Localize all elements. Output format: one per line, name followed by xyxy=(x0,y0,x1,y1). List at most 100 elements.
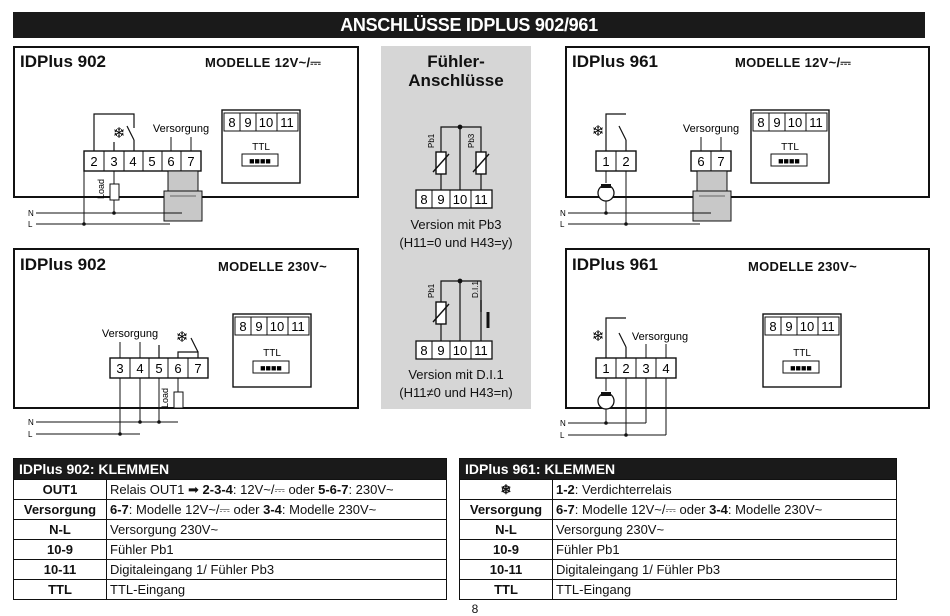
svg-text:9: 9 xyxy=(773,115,780,130)
svg-text:L: L xyxy=(28,430,33,439)
svg-text:N: N xyxy=(560,419,566,428)
snowflake-icon: ❄ xyxy=(176,329,189,346)
relay-switch xyxy=(158,337,199,358)
svg-text:11: 11 xyxy=(280,115,294,130)
panel-model-label: MODELLE 230V~ xyxy=(748,259,858,274)
svg-text:■■■■: ■■■■ xyxy=(778,156,800,166)
svg-text:L: L xyxy=(560,431,565,440)
panel-title: IDPlus 902 xyxy=(20,52,106,71)
svg-text:11: 11 xyxy=(821,319,835,334)
svg-text:9: 9 xyxy=(437,192,444,207)
svg-text:1: 1 xyxy=(602,154,609,169)
snowflake-icon: ❄ xyxy=(592,328,605,345)
table-row: ❄1-2: Verdichterrelais xyxy=(459,479,897,500)
probe-terminal-block: 8 9 10 11 xyxy=(415,189,493,209)
terminal-block: 1 2 xyxy=(595,150,637,172)
transformer-icon xyxy=(163,170,203,222)
table-title: IDPlus 902: KLEMMEN xyxy=(13,458,447,480)
ttl-port: 8 9 10 11 TTL ■■■■ xyxy=(762,313,842,388)
svg-text:1: 1 xyxy=(602,361,609,376)
svg-text:10: 10 xyxy=(788,115,802,130)
probe-heading: Fühler- Anschlüsse xyxy=(408,52,504,90)
probe-pb1-icon: Pb1 xyxy=(427,133,450,175)
svg-text:9: 9 xyxy=(255,319,262,334)
svg-text:7: 7 xyxy=(717,154,724,169)
svg-text:8: 8 xyxy=(420,192,427,207)
terminal-block: 6 7 xyxy=(690,150,732,172)
svg-text:10: 10 xyxy=(270,319,284,334)
probe-pb1-icon: Pb1 xyxy=(427,283,450,325)
relay-switch xyxy=(605,317,627,358)
ttl-port: 8 9 10 11 TTL ■■■■ xyxy=(750,109,830,184)
svg-text:10: 10 xyxy=(453,192,467,207)
svg-text:11: 11 xyxy=(809,115,823,130)
terminal-label: 7 xyxy=(187,154,194,169)
terminal-label: 5 xyxy=(148,154,155,169)
compressor-icon xyxy=(597,378,615,410)
supply-label: Versorgung xyxy=(153,123,209,135)
svg-text:2: 2 xyxy=(622,154,629,169)
compressor-icon xyxy=(597,171,615,202)
load-icon: Load xyxy=(96,171,120,213)
terminals-table-961: IDPlus 961: KLEMMEN ❄1-2: Verdichterrela… xyxy=(459,458,897,600)
terminal-block: 3 4 5 6 7 xyxy=(109,357,209,379)
svg-text:Pb3: Pb3 xyxy=(467,133,476,148)
supply-label: Versorgung xyxy=(632,331,688,343)
svg-text:9: 9 xyxy=(244,115,251,130)
ttl-port: 8 9 10 11 TTL ■■■■ xyxy=(232,313,312,388)
svg-text:TTL: TTL xyxy=(781,142,799,153)
supply-label: Versorgung xyxy=(102,328,158,340)
svg-text:4: 4 xyxy=(136,361,143,376)
svg-text:TTL: TTL xyxy=(252,142,270,153)
svg-text:11: 11 xyxy=(474,192,488,207)
svg-text:TTL: TTL xyxy=(793,348,811,359)
snowflake-icon: ❄ xyxy=(113,125,126,142)
svg-text:3: 3 xyxy=(116,361,123,376)
svg-text:8: 8 xyxy=(239,319,246,334)
panel-title: IDPlus 961 xyxy=(572,52,658,71)
probe-connections-panel: Fühler- Anschlüsse Version mit Pb3 (H11=… xyxy=(381,46,531,409)
svg-text:D.I.1: D.I.1 xyxy=(471,281,480,298)
svg-text:Pb1: Pb1 xyxy=(427,283,436,298)
svg-text:■■■■: ■■■■ xyxy=(260,363,282,373)
panel-model-label: MODELLE 12V~/⎓ xyxy=(205,55,322,70)
svg-text:8: 8 xyxy=(228,115,235,130)
svg-text:8: 8 xyxy=(420,343,427,358)
svg-text:4: 4 xyxy=(662,361,669,376)
panel-model-label: MODELLE 230V~ xyxy=(218,259,328,274)
svg-text:TTL: TTL xyxy=(263,348,281,359)
probe-pb3-icon: Pb3 xyxy=(467,133,490,175)
table-title: IDPlus 961: KLEMMEN xyxy=(459,458,897,480)
terminal-block: 1 2 3 4 xyxy=(595,357,677,379)
svg-text:8: 8 xyxy=(769,319,776,334)
svg-text:■■■■: ■■■■ xyxy=(790,363,812,373)
line-label: L xyxy=(28,220,33,229)
svg-text:3: 3 xyxy=(642,361,649,376)
svg-text:Load: Load xyxy=(96,179,106,199)
svg-text:2: 2 xyxy=(622,361,629,376)
snowflake-icon: ❄ xyxy=(459,479,553,500)
svg-text:10: 10 xyxy=(800,319,814,334)
panel-model-label: MODELLE 12V~/⎓ xyxy=(735,55,852,70)
load-icon: Load xyxy=(160,378,184,409)
panel-title: IDPlus 902 xyxy=(20,255,106,274)
version-pb3-caption: Version mit Pb3 (H11=0 und H43=y) xyxy=(399,217,513,250)
ttl-port: 8 9 10 11 TTL ■■■■ xyxy=(221,109,301,184)
svg-text:11: 11 xyxy=(474,343,488,358)
svg-text:6: 6 xyxy=(174,361,181,376)
transformer-icon xyxy=(692,170,732,222)
svg-text:10: 10 xyxy=(453,343,467,358)
panel-title: IDPlus 961 xyxy=(572,255,658,274)
svg-text:L: L xyxy=(560,220,565,229)
